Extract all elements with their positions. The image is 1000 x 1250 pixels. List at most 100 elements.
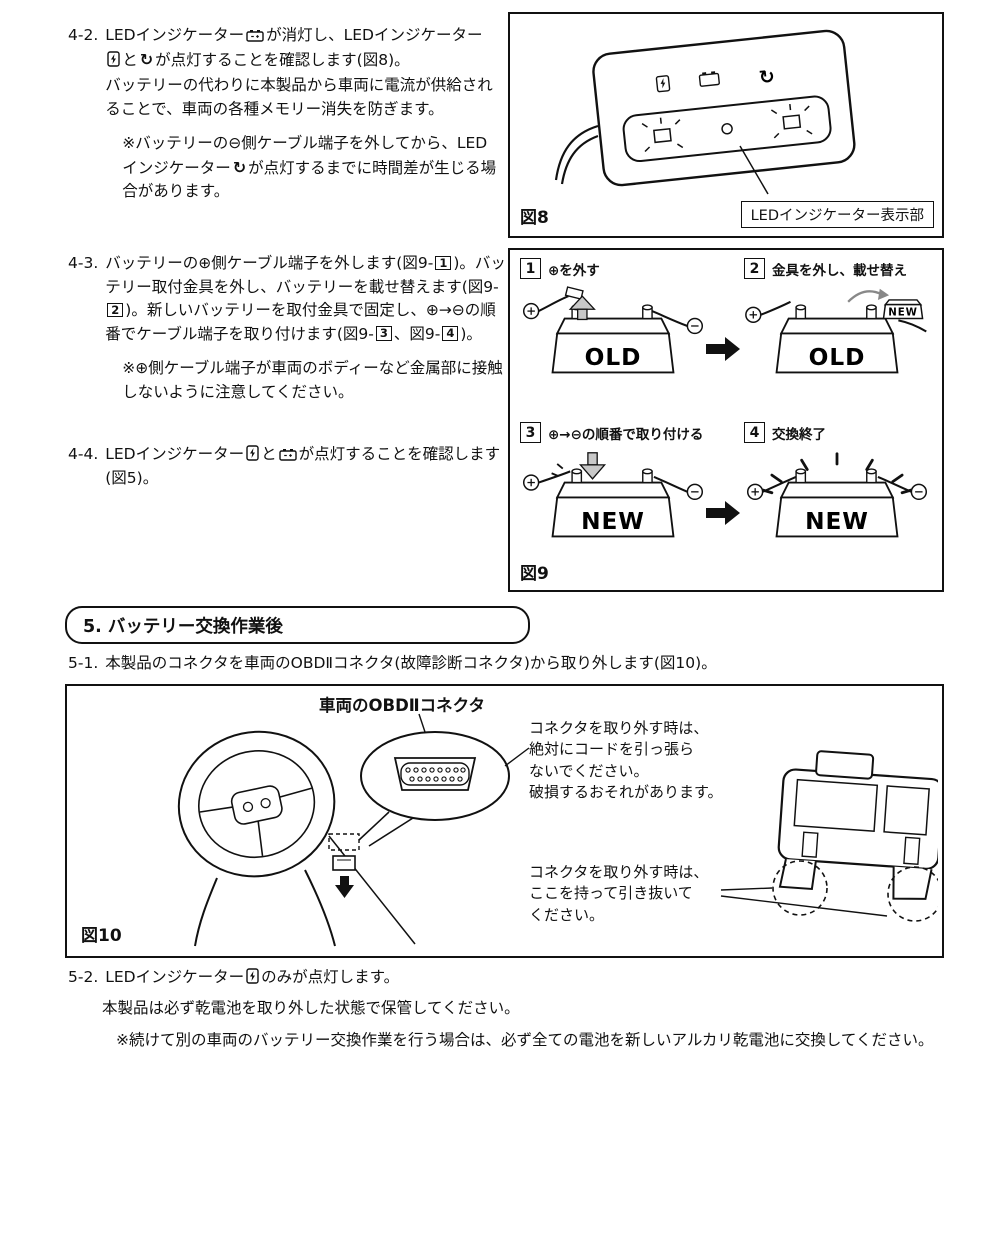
boxed-step-4: 4 bbox=[442, 326, 459, 341]
step-4-3-note: ※⊕側ケーブル端子が車両のボディーなど金属部に接触しないように注意してください。 bbox=[122, 359, 503, 401]
step-4-2-number: 4-2. bbox=[68, 26, 99, 44]
fig9-step-1-number: 1 bbox=[520, 258, 541, 279]
step-5-2-line2: 本製品は必ず乾電池を取り外した状態で保管してください。 bbox=[102, 998, 520, 1017]
step-4-2-paragraph: バッテリーの代わりに本製品から車両に電流が供給されることで、車両の各種メモリー消… bbox=[105, 76, 493, 118]
figure-9-caption: 図9 bbox=[520, 564, 549, 584]
text-run: バッテリーの⊕側ケーブル端子を外します(図9- bbox=[105, 254, 434, 272]
fig9-step-1-illustration: OLD bbox=[522, 286, 704, 374]
battery-label: OLD bbox=[585, 344, 642, 371]
connector-location-dashed bbox=[328, 833, 360, 851]
step-5-2: 5-2. LEDインジケーターのみが点灯します。 本製品は必ず乾電池を取り外した… bbox=[68, 966, 968, 1052]
figure-8: ↻ bbox=[508, 12, 944, 238]
fig10-note-2: コネクタを取り外す時は、 ここを持って引き抜いて ください。 bbox=[529, 863, 709, 924]
obd-connector-outline bbox=[393, 757, 477, 791]
led-indicator-panel-label: LEDインジケーター表示部 bbox=[740, 201, 934, 228]
pointer-line bbox=[739, 145, 769, 195]
fig9-step-4-label: 交換終了 bbox=[772, 426, 826, 443]
arrow-right-icon bbox=[706, 501, 740, 525]
connector-housing bbox=[777, 750, 938, 900]
step-4-4-number: 4-4. bbox=[68, 445, 99, 463]
figure-10-caption: 図10 bbox=[81, 926, 122, 946]
power-indicator-icon bbox=[655, 75, 671, 93]
step-4-2-text: LEDインジケーター が消灯し、LEDインジケーター と↻が点灯することを確認しま… bbox=[105, 24, 500, 72]
small-battery-label: NEW bbox=[888, 308, 918, 319]
step-5-1-number: 5-1. bbox=[68, 654, 99, 672]
step-4-3-body: バッテリーの⊕側ケーブル端子を外します(図9-1)。バッテリー取付金具を外し、バ… bbox=[105, 252, 506, 404]
obd-plug-small bbox=[332, 855, 356, 871]
lit-indicator-right bbox=[770, 104, 813, 139]
battery-indicator-icon bbox=[244, 26, 266, 44]
fig9-step-2-number: 2 bbox=[744, 258, 765, 279]
fig9-step-2-illustration: NEW OLD bbox=[745, 288, 927, 374]
step-4-3-number: 4-3. bbox=[68, 254, 99, 272]
cable bbox=[560, 134, 599, 185]
text-run: が点灯することを確認します(図5)。 bbox=[105, 445, 501, 487]
obd-pins bbox=[405, 767, 466, 782]
text-run: )。バッテリー取付金具を外し、バッテリーを載せ替えます(図9- bbox=[105, 254, 506, 296]
step-5-1: 5-1. 本製品のコネクタを車両のOBDⅡコネクタ(故障診断コネクタ)から取り外… bbox=[68, 652, 948, 676]
figure-10: 車両のOBDⅡコネクタ コネクタを取り外す時は、 絶対にコードを引っ張ら ないで… bbox=[65, 684, 944, 958]
text-run: LEDインジケーター bbox=[105, 26, 245, 44]
section-5-header: 5. バッテリー交換作業後 bbox=[65, 606, 530, 644]
circulation-indicator-icon: ↻ bbox=[232, 157, 247, 177]
fig9-step-4: 4 交換終了 bbox=[744, 422, 930, 563]
text-run: のみが点灯します。 bbox=[261, 968, 400, 986]
fig9-step-2-header: 2 金具を外し、載せ替え bbox=[744, 258, 930, 279]
step-4-3-text: バッテリーの⊕側ケーブル端子を外します(図9-1)。バッテリー取付金具を外し、バ… bbox=[105, 252, 506, 346]
down-arrow-icon bbox=[335, 885, 354, 898]
step-4-4-body: LEDインジケーターとが点灯することを確認します(図5)。 bbox=[105, 443, 506, 490]
power-indicator-icon bbox=[244, 445, 261, 463]
fig9-step-4-number: 4 bbox=[744, 422, 765, 443]
text-run: )。 bbox=[460, 324, 482, 343]
fig9-step-1-header: 1 ⊕を外す bbox=[520, 258, 706, 279]
figure-8-illustration: ↻ bbox=[554, 29, 856, 195]
grip-point-dashed-circle bbox=[887, 866, 938, 922]
figure-10-illustration bbox=[177, 713, 938, 947]
step-5-1-text: 本製品のコネクタを車両のOBDⅡコネクタ(故障診断コネクタ)から取り外します(図… bbox=[105, 654, 717, 672]
battery-label: NEW bbox=[805, 508, 869, 535]
steering-wheel bbox=[177, 730, 336, 878]
battery-indicator-icon bbox=[277, 445, 299, 463]
step-4-4: 4-4. LEDインジケーターとが点灯することを確認します(図5)。 bbox=[68, 443, 506, 490]
step-5-2-number: 5-2. bbox=[68, 968, 99, 986]
fig9-step-4-illustration: NEW bbox=[746, 452, 928, 538]
step-5-2-line1: 5-2. LEDインジケーターのみが点灯します。 bbox=[68, 966, 968, 990]
battery-indicator-icon bbox=[698, 71, 720, 87]
fig9-step-1: 1 ⊕を外す OLD bbox=[520, 258, 706, 399]
text-run: と bbox=[122, 50, 138, 69]
boxed-step-2: 2 bbox=[107, 302, 124, 318]
power-indicator-icon bbox=[244, 968, 261, 986]
step-4-2-note: ※バッテリーの⊖側ケーブル端子を外してから、LEDインジケーター↻が点灯するまで… bbox=[122, 132, 500, 204]
circulation-indicator-icon: ↻ bbox=[758, 66, 776, 90]
fig9-step-4-header: 4 交換終了 bbox=[744, 422, 930, 443]
text-run: LEDインジケーター bbox=[105, 968, 245, 986]
boxed-step-1: 1 bbox=[435, 255, 452, 271]
grip-point-dashed-circle bbox=[772, 860, 828, 916]
power-indicator-icon bbox=[105, 50, 122, 69]
step-4-2-body: LEDインジケーターが消灯し、LEDインジケーター と↻が点灯することを確認しま… bbox=[105, 24, 500, 204]
figure-8-caption: 図8 bbox=[520, 208, 549, 228]
lit-indicator-left bbox=[641, 117, 684, 153]
step-4-2: 4-2. LEDインジケーターが消灯し、LEDインジケーター と↻が点灯すること… bbox=[68, 24, 500, 204]
step-4-3: 4-3. バッテリーの⊕側ケーブル端子を外します(図9-1)。バッテリー取付金具… bbox=[68, 252, 506, 404]
fig9-step-1-label: ⊕を外す bbox=[548, 262, 600, 279]
fig10-note-1: コネクタを取り外す時は、 絶対にコードを引っ張ら ないでください。 破損するおそ… bbox=[529, 719, 723, 801]
battery-label: OLD bbox=[809, 344, 866, 371]
fig9-step-3: 3 ⊕→⊖の順番で取り付ける NEW bbox=[520, 422, 706, 563]
text-run: ※バッテリーの⊖側ケーブル端子を外してから、LEDインジケーター bbox=[122, 134, 488, 177]
text-run: が点灯することを確認します(図8)。 bbox=[155, 50, 410, 69]
arrow-right-icon bbox=[706, 337, 740, 361]
text-run: 、図9- bbox=[393, 324, 441, 343]
figure-9: 1 ⊕を外す OLD bbox=[508, 248, 944, 592]
fig9-step-3-header: 3 ⊕→⊖の順番で取り付ける bbox=[520, 422, 706, 443]
text-run: と bbox=[261, 445, 277, 463]
step-5-2-line3: ※続けて別の車両のバッテリー交換作業を行う場合は、必ず全ての電池を新しいアルカリ… bbox=[116, 1030, 934, 1049]
fig9-step-3-number: 3 bbox=[520, 422, 541, 443]
fig9-step-3-illustration: NEW bbox=[522, 452, 704, 538]
text-run: が点灯するまでに時間差が生じる場合があります。 bbox=[122, 158, 497, 201]
circulation-indicator-icon: ↻ bbox=[139, 49, 154, 69]
text-run: )。新しいバッテリーを取付金具で固定し、⊕→⊖の順番でケーブル端子を取り付けます… bbox=[105, 301, 496, 343]
battery-label: NEW bbox=[581, 508, 645, 535]
text-run: が消灯し、LEDインジケーター bbox=[266, 26, 483, 44]
